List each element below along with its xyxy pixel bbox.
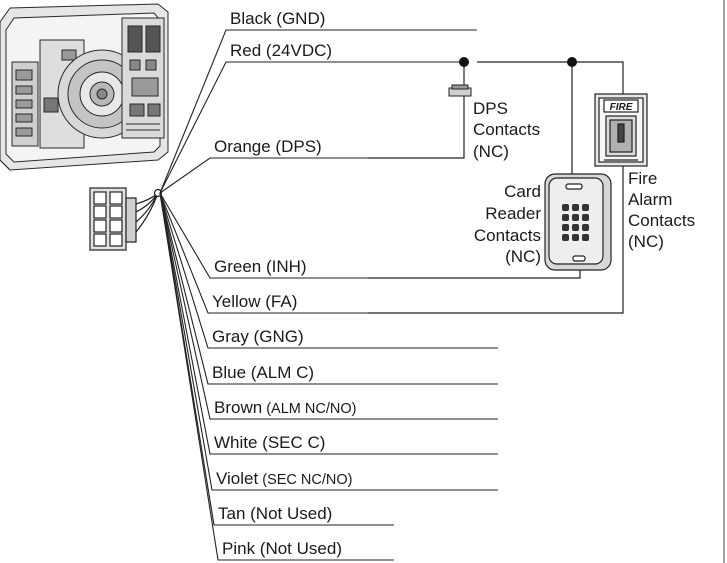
wire-label-12: Pink (Not Used) bbox=[222, 539, 342, 558]
wire-line-12 bbox=[159, 192, 394, 561]
wire-label-text: Orange (DPS) bbox=[214, 137, 322, 156]
wire-line-10 bbox=[159, 192, 498, 491]
wire-label-text: Brown bbox=[214, 398, 262, 417]
wire-line-3 bbox=[159, 157, 368, 194]
wire-label-9: White (SEC C) bbox=[214, 433, 325, 452]
wire-label-5: Yellow (FA) bbox=[212, 292, 297, 311]
wire-label-text: Black (GND) bbox=[230, 9, 325, 28]
dps-label-line-1: DPS bbox=[473, 99, 508, 118]
wire-line-7 bbox=[159, 192, 498, 385]
card-reader-label-line-3: Contacts bbox=[474, 226, 541, 245]
wire-harness-connector-icon bbox=[89, 187, 163, 251]
wire-line-5 bbox=[159, 192, 368, 314]
wire-label-text: Red (24VDC) bbox=[230, 41, 332, 60]
wire-line-2 bbox=[159, 61, 462, 194]
wire-label-text: Gray (GNG) bbox=[212, 327, 304, 346]
fire-sign-text: FIRE bbox=[610, 102, 633, 113]
dps-label-line-3: (NC) bbox=[473, 142, 509, 161]
fire-alarm-label-line-1: Fire bbox=[628, 169, 657, 188]
wire-label-text: Tan (Not Used) bbox=[218, 504, 332, 523]
wire-label-subtext: (SEC NC/NO) bbox=[258, 472, 352, 488]
wire-label-subtext: (ALM NC/NO) bbox=[262, 401, 356, 417]
fire-alarm-label-line-3: Contacts bbox=[628, 211, 695, 230]
wire-layer: Black (GND) Red (24VDC) Orange (DPS) Green … bbox=[159, 9, 498, 561]
wire-label-text: Blue (ALM C) bbox=[212, 363, 314, 382]
wire-label-text: Violet bbox=[216, 469, 258, 488]
wire-label-text: Green (INH) bbox=[214, 257, 307, 276]
card-reader-keypad-icon bbox=[544, 173, 612, 271]
junction-dot-dps bbox=[459, 57, 469, 67]
wire-line-8 bbox=[159, 192, 498, 420]
wire-label-6: Gray (GNG) bbox=[212, 327, 304, 346]
wire-line-6 bbox=[159, 192, 498, 349]
wire-label-text: Pink (Not Used) bbox=[222, 539, 342, 558]
fire-alarm-label-line-4: (NC) bbox=[628, 232, 664, 251]
wire-label-text: Yellow (FA) bbox=[212, 292, 297, 311]
door-position-switch-icon bbox=[448, 84, 472, 97]
wire-label-7: Blue (ALM C) bbox=[212, 363, 314, 382]
wire-line-1 bbox=[159, 29, 477, 194]
wire-label-8: Brown (ALM NC/NO) bbox=[214, 398, 356, 417]
wire-label-10: Violet (SEC NC/NO) bbox=[216, 469, 352, 488]
wire-label-4: Green (INH) bbox=[214, 257, 307, 276]
wire-label-1: Black (GND) bbox=[230, 9, 325, 28]
fire-alarm-pull-station-icon bbox=[594, 93, 648, 167]
junction-dot-card-reader bbox=[567, 57, 577, 67]
wire-label-2: Red (24VDC) bbox=[230, 41, 332, 60]
wire-label-11: Tan (Not Used) bbox=[218, 504, 332, 523]
card-reader-label-line-1: Card bbox=[504, 182, 541, 201]
wire-label-3: Orange (DPS) bbox=[214, 137, 322, 156]
wire-line-9 bbox=[159, 192, 498, 455]
door-alarm-unit-icon bbox=[0, 3, 169, 171]
dps-label-line-2: Contacts bbox=[473, 120, 540, 139]
card-reader-label-line-2: Reader bbox=[485, 204, 541, 223]
card-reader-label-line-4: (NC) bbox=[505, 247, 541, 266]
fire-alarm-label-line-2: Alarm bbox=[628, 190, 672, 209]
wire-line-4 bbox=[159, 192, 368, 279]
wire-label-text: White (SEC C) bbox=[214, 433, 325, 452]
